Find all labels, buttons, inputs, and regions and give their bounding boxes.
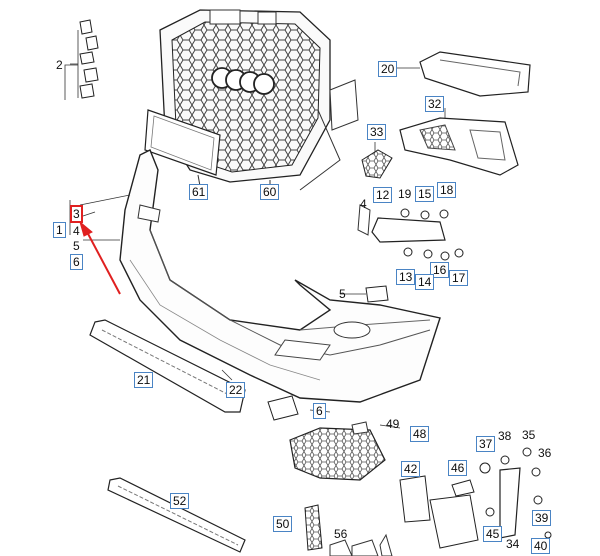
callout-21[interactable]: 21 [134, 372, 154, 388]
callout-49: 49 [386, 417, 400, 431]
license-plate-holder [144, 109, 221, 187]
callout-13[interactable]: 13 [396, 269, 416, 285]
callout-20[interactable]: 20 [378, 61, 398, 77]
callout-52[interactable]: 52 [170, 493, 190, 509]
callout-36: 36 [538, 446, 552, 460]
air-guide-32 [399, 117, 519, 176]
bracket-42 [399, 475, 431, 523]
side-part-50 [304, 504, 323, 551]
callout-40[interactable]: 40 [531, 538, 551, 554]
callout-22[interactable]: 22 [226, 382, 246, 398]
callout-2: 2 [56, 58, 63, 72]
bracket-assembly [357, 204, 464, 261]
callout-4: 4 [73, 224, 80, 238]
callout-6b[interactable]: 6 [313, 403, 326, 419]
callout-6a[interactable]: 6 [70, 254, 83, 270]
callout-32[interactable]: 32 [425, 96, 445, 112]
highlight-arrow [79, 220, 121, 295]
callout-48[interactable]: 48 [410, 426, 430, 442]
part-56 [329, 539, 353, 556]
callout-19: 19 [398, 187, 412, 201]
callout-1[interactable]: 1 [53, 222, 66, 238]
callout-3[interactable]: 3 [70, 205, 83, 223]
trim-strip-52 [107, 477, 246, 553]
four-rings-logo [211, 67, 275, 95]
callout-35: 35 [522, 428, 536, 442]
callout-12[interactable]: 12 [373, 187, 393, 203]
callout-17[interactable]: 17 [449, 270, 469, 286]
fastener-set-2 [79, 19, 99, 99]
callout-5b: 5 [339, 287, 346, 301]
spoiler-21 [89, 319, 246, 413]
trim-bracket-lower [429, 494, 479, 549]
callout-33[interactable]: 33 [367, 124, 387, 140]
cap-33 [361, 149, 393, 179]
lower-grille-48 [289, 421, 386, 481]
callout-14[interactable]: 14 [415, 274, 435, 290]
callout-37[interactable]: 37 [476, 436, 496, 452]
callout-45[interactable]: 45 [483, 526, 503, 542]
clip-5 [365, 285, 389, 303]
callout-61[interactable]: 61 [189, 184, 209, 200]
callout-42[interactable]: 42 [401, 461, 421, 477]
callout-4b: 4 [360, 197, 367, 211]
bracket-46 [451, 479, 475, 497]
callout-50[interactable]: 50 [273, 516, 293, 532]
callout-46[interactable]: 46 [448, 460, 468, 476]
callout-56: 56 [334, 527, 348, 541]
callout-16[interactable]: 16 [430, 262, 450, 278]
bumper-cover [119, 149, 441, 403]
callout-38: 38 [498, 429, 512, 443]
callout-39[interactable]: 39 [532, 510, 552, 526]
callout-15[interactable]: 15 [415, 186, 435, 202]
callout-60[interactable]: 60 [260, 184, 280, 200]
callout-5a: 5 [73, 239, 80, 253]
callout-34: 34 [506, 537, 520, 551]
callout-18[interactable]: 18 [437, 182, 457, 198]
tow-eye-cover-6 [267, 395, 299, 421]
air-guide-20 [419, 51, 531, 97]
bracket-34 [499, 467, 521, 539]
